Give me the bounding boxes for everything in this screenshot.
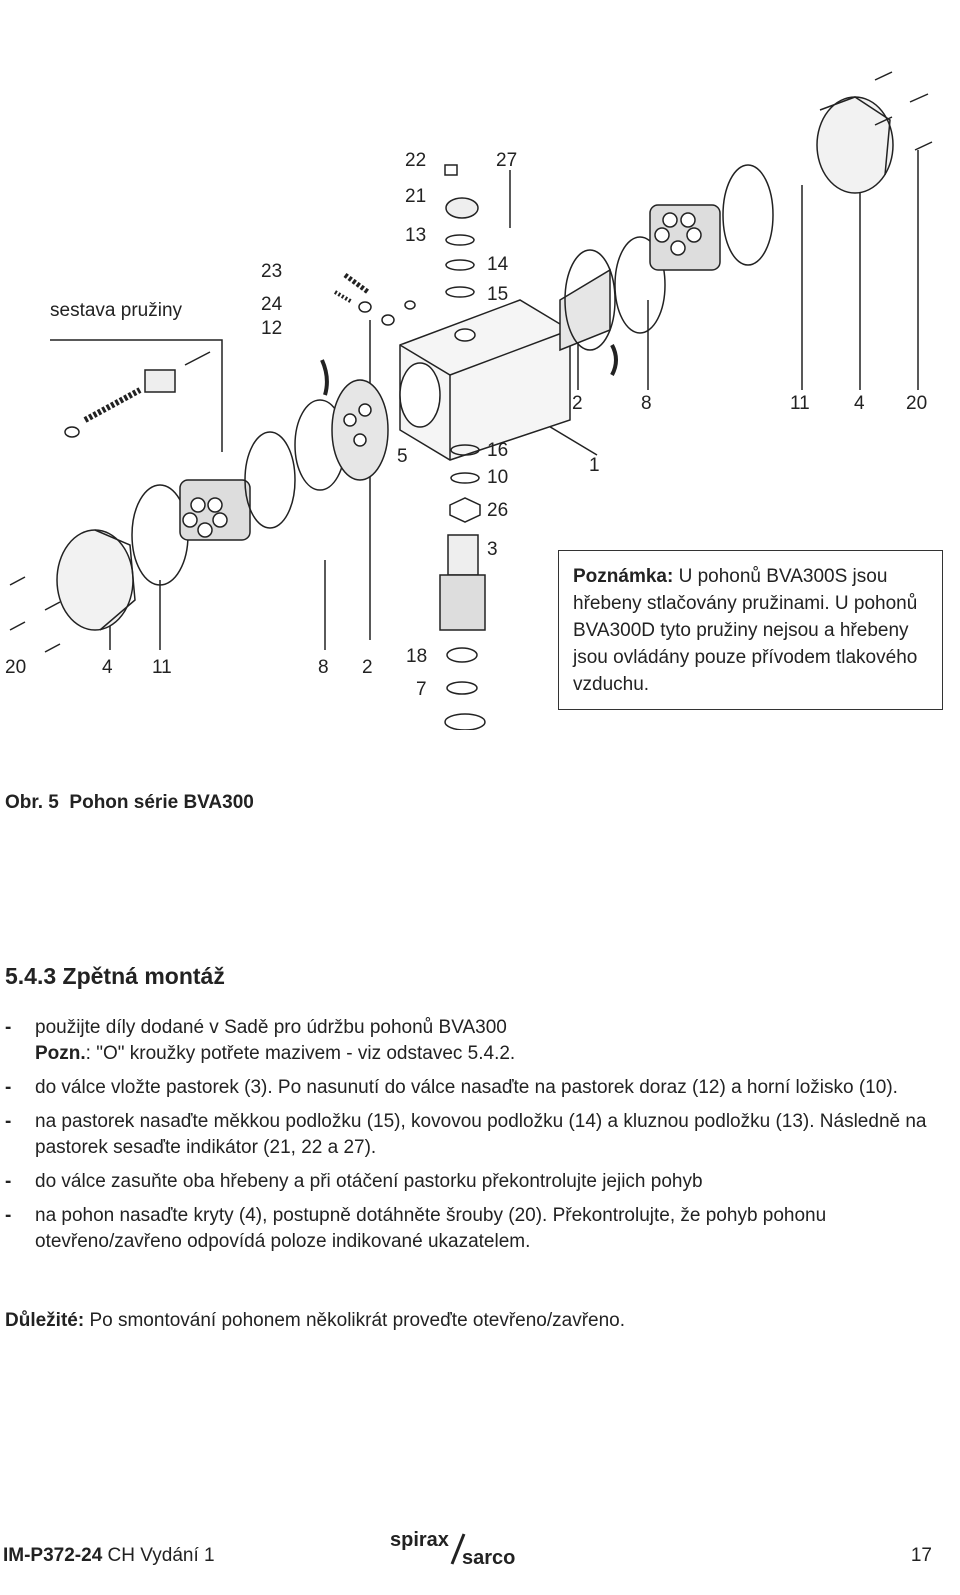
callout-23: 23 — [261, 261, 283, 282]
section-title: 5.4.3 Zpětná montáž — [5, 963, 225, 989]
edition: CH Vydání 1 — [102, 1545, 215, 1566]
callout-right-8: 8 — [641, 393, 652, 414]
caption-label: Obr. 5 — [5, 792, 59, 813]
list-item: - do válce zasuňte oba hřebeny a při otá… — [5, 1171, 703, 1192]
spring-assembly-label: sestava pružiny — [50, 300, 183, 321]
callout-left-2: 2 — [362, 657, 373, 678]
important-label: Důležité: — [5, 1310, 85, 1331]
callout-16: 16 — [487, 440, 509, 461]
callout-right-4: 4 — [854, 393, 865, 414]
callout-right-2: 2 — [572, 393, 583, 414]
pozn-text: : "O" kroužky potřete mazivem - viz odst… — [85, 1043, 516, 1064]
callout-26: 26 — [487, 500, 509, 521]
callout-left-11: 11 — [152, 657, 172, 678]
important-note: Důležité: Po smontování pohonem několikr… — [5, 1310, 625, 1332]
list-item: - do válce vložte pastorek (3). Po nasun… — [5, 1077, 898, 1098]
list-item: - na pastorek nasaďte měkkou podložku (1… — [5, 1111, 927, 1158]
note-label: Poznámka: — [573, 566, 674, 587]
doc-code: IM-P372-24 — [3, 1545, 103, 1566]
callout-7: 7 — [416, 679, 427, 700]
instruction-list: - použijte díly dodané v Sadě pro údržbu… — [5, 1015, 940, 1263]
spirax-sarco-logo: spirax sarco — [390, 1529, 515, 1568]
left-piston — [331, 379, 389, 481]
callout-3: 3 — [487, 539, 498, 560]
list-item: - použijte díly dodané v Sadě pro údržbu… — [5, 1017, 516, 1064]
callout-left-4: 4 — [102, 657, 113, 678]
callout-13: 13 — [405, 225, 427, 246]
list-item: - na pohon nasaďte kryty (4), postupně d… — [5, 1205, 827, 1252]
logo-top: spirax — [390, 1529, 449, 1551]
right-spring-pack — [649, 204, 721, 271]
callout-left-8: 8 — [318, 657, 329, 678]
callout-14: 14 — [487, 254, 509, 275]
note-box: Poznámka: U pohonů BVA300S jsou hřebeny … — [558, 550, 943, 710]
bullet-text: použijte díly dodané v Sadě pro údržbu p… — [35, 1017, 507, 1038]
callout-24: 24 — [261, 294, 283, 315]
callout-left-20: 20 — [5, 657, 27, 678]
right-bolts — [874, 71, 933, 151]
callout-10: 10 — [487, 467, 509, 488]
right-piston — [559, 249, 616, 352]
callout-21: 21 — [405, 186, 427, 207]
logo-bottom: sarco — [462, 1547, 515, 1568]
callout-22: 22 — [405, 150, 427, 171]
callout-18: 18 — [406, 646, 428, 667]
important-text: Po smontování pohonem několikrát proveďt… — [84, 1310, 626, 1331]
bullet-text: na pohon nasaďte kryty (4), postupně dot… — [35, 1205, 827, 1252]
left-end-cap — [56, 529, 136, 631]
spring-assembly-bracket — [50, 339, 223, 452]
left-spring-pack — [179, 479, 251, 541]
figure-caption: Obr. 5 Pohon série BVA300 — [5, 792, 254, 814]
footer-doc-info: IM-P372-24 CH Vydání 1 — [3, 1545, 215, 1567]
exploded-diagram — [9, 71, 933, 730]
callout-12: 12 — [261, 318, 283, 339]
pinion-stack — [439, 444, 486, 730]
page-number: 17 — [910, 1545, 932, 1566]
actuator-body — [399, 299, 571, 461]
callout-5: 5 — [397, 446, 408, 467]
bullet-text: do válce vložte pastorek (3). Po nasunut… — [35, 1077, 898, 1098]
callout-right-20: 20 — [906, 393, 928, 414]
left-piston-ring — [244, 431, 296, 529]
callout-1: 1 — [589, 455, 600, 476]
bullet-text: do válce zasuňte oba hřebeny a při otáče… — [35, 1171, 703, 1192]
callout-right-11: 11 — [790, 393, 810, 414]
bullet-text: na pastorek nasaďte měkkou podložku (15)… — [35, 1111, 927, 1158]
callout-27: 27 — [496, 150, 518, 171]
callout-15: 15 — [487, 284, 509, 305]
indicator-stack — [444, 164, 479, 298]
right-end-cap — [816, 96, 894, 194]
left-bolts — [9, 576, 61, 653]
caption-text: Pohon série BVA300 — [69, 792, 254, 813]
right-o-ring — [722, 164, 774, 266]
note-text: U pohonů BVA300S jsou hřebeny stlačovány… — [573, 566, 918, 695]
spring-assembly-parts — [64, 272, 416, 438]
pozn-label: Pozn. — [35, 1043, 86, 1064]
